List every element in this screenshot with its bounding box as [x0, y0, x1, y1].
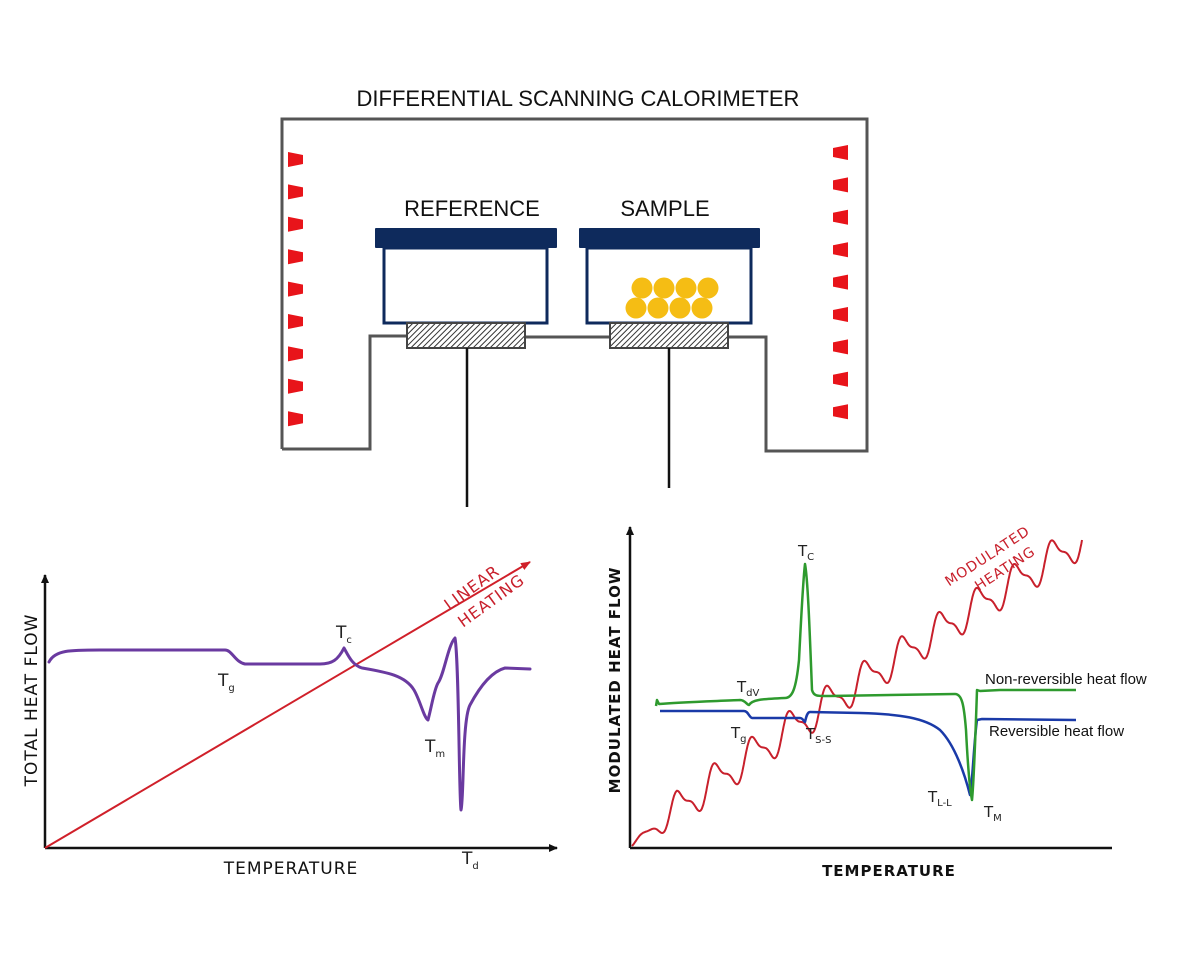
annotation-tg: Tg — [217, 671, 235, 694]
sample-cell: SAMPLE — [579, 196, 760, 488]
heater-icon — [833, 404, 848, 420]
heater-icon — [288, 281, 303, 297]
heaters-right — [833, 145, 848, 420]
sample-bead — [675, 277, 697, 299]
heater-icon — [833, 339, 848, 355]
sample-bead — [691, 297, 713, 319]
heater-icon — [833, 371, 848, 387]
reference-sensor — [406, 322, 526, 349]
diagram-title: DIFFERENTIAL SCANNING CALORIMETER — [357, 86, 800, 111]
linear-dsc-chart: TOTAL HEAT FLOW TEMPERATURE LINEAR HEATI… — [22, 561, 558, 879]
furnace-inner-left — [282, 334, 407, 451]
furnace-outer-wall — [280, 117, 869, 453]
sample-bead — [653, 277, 675, 299]
linear-heating-line — [44, 561, 531, 849]
sample-label: SAMPLE — [620, 196, 709, 221]
heater-icon — [833, 274, 848, 290]
total-heat-flow-curve — [47, 636, 532, 812]
heater-icon — [288, 249, 303, 265]
non-reversible-heat-flow-curve — [654, 562, 1076, 802]
modulated-heating-curve — [631, 539, 1083, 847]
heater-icon — [833, 307, 848, 322]
modulated-heating-label: MODULATED HEATING — [942, 523, 1038, 594]
heater-icon — [288, 378, 303, 394]
heater-icon — [288, 184, 303, 200]
annotation-tc: TC — [797, 542, 814, 563]
annotation-tm: Tm — [424, 737, 445, 760]
reversible-heat-flow-label: Reversible heat flow — [989, 723, 1124, 740]
sample-bead — [647, 297, 669, 319]
modulated-dsc-chart: MODULATED HEAT FLOW TEMPERATURE MODULATE… — [606, 523, 1147, 880]
reference-lid — [375, 228, 557, 248]
sample-sensor — [609, 322, 729, 349]
reference-pan — [382, 246, 549, 325]
annotation-tss: TS-S — [805, 725, 831, 746]
heaters-left — [288, 152, 303, 427]
heater-icon — [833, 145, 848, 160]
sample-bead — [625, 297, 647, 319]
annotation-td: Td — [461, 849, 479, 872]
annotation-tll: TL-L — [927, 788, 952, 809]
right-annotations: TC TdV Tg TS-S TL-L TM — [730, 542, 1002, 824]
sample-bead — [631, 277, 653, 299]
heater-icon — [833, 177, 848, 193]
annotation-tdv: TdV — [736, 678, 760, 699]
sample-lid — [579, 228, 760, 248]
furnace — [280, 117, 869, 453]
y-axis-label: MODULATED HEAT FLOW — [606, 567, 624, 794]
reference-label: REFERENCE — [404, 196, 540, 221]
heater-icon — [288, 152, 303, 167]
annotation-tc: Tc — [335, 623, 352, 646]
sample-bead — [669, 297, 691, 319]
sample-beads — [625, 277, 719, 319]
heater-icon — [288, 411, 303, 427]
heater-icon — [833, 242, 848, 258]
x-axis-label: TEMPERATURE — [223, 859, 359, 879]
y-axis-label: TOTAL HEAT FLOW — [22, 614, 42, 788]
annotation-tg: Tg — [730, 724, 747, 745]
reference-cell: REFERENCE — [375, 196, 557, 507]
heater-icon — [833, 209, 848, 225]
heater-icon — [288, 346, 303, 362]
x-axis-label: TEMPERATURE — [822, 862, 956, 880]
sample-bead — [697, 277, 719, 299]
heater-icon — [288, 314, 303, 329]
heater-icon — [288, 216, 303, 232]
linear-heating-label: LINEAR HEATING — [440, 561, 528, 631]
annotation-tm: TM — [983, 803, 1002, 824]
non-reversible-heat-flow-label: Non-reversible heat flow — [985, 671, 1147, 688]
